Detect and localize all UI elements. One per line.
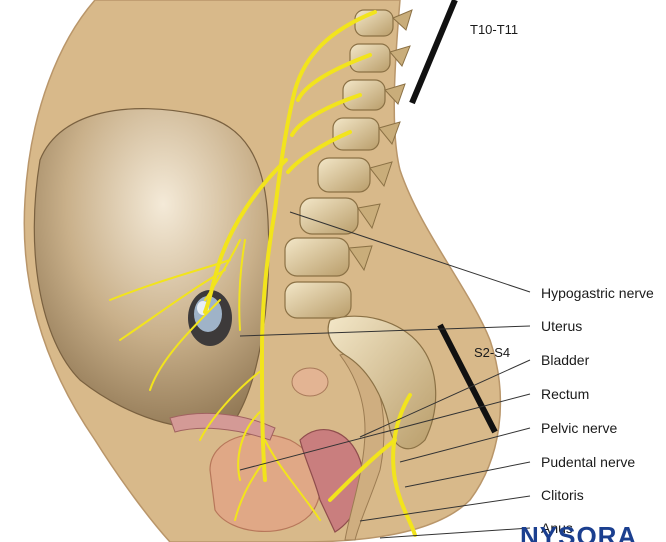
- segment-label-s2-s4: S2-S4: [474, 345, 511, 360]
- label-rectum: Rectum: [541, 386, 590, 402]
- nysora-watermark: NYSORA: [520, 521, 638, 542]
- spine: [284, 9, 437, 450]
- label-hypogastric-nerve: Hypogastric nerve: [541, 285, 654, 301]
- label-clitoris: Clitoris: [541, 487, 584, 503]
- label-pudental-nerve: Pudental nerve: [541, 454, 636, 470]
- nerves: [203, 10, 417, 537]
- uterus-shape: [33, 108, 270, 429]
- segment-label-t10-t11: T10-T11: [470, 22, 519, 37]
- s2-s4-segment-bar: [437, 323, 498, 434]
- label-bladder: Bladder: [541, 352, 590, 368]
- leader-lines: [239, 211, 531, 539]
- label-anus: Anus: [541, 520, 573, 536]
- ovary-shape: [291, 367, 329, 397]
- label-pelvic-nerve: Pelvic nerve: [541, 420, 618, 436]
- t10-t11-segment-bar: [409, 0, 458, 105]
- label-uterus: Uterus: [541, 318, 583, 334]
